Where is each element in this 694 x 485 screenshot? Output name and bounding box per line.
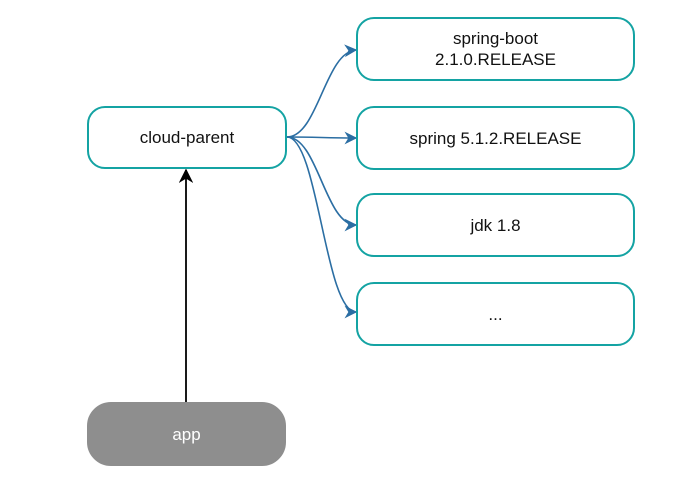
jdk-node[interactable]: jdk 1.8 — [356, 193, 635, 257]
edge-cloud-parent-to-spring — [286, 131, 358, 145]
more-dependencies-label: ... — [488, 304, 503, 324]
spring-boot-line1: spring-boot — [452, 29, 539, 48]
app-label: app — [172, 424, 201, 444]
spring-node[interactable]: spring 5.1.2.RELEASE — [356, 106, 635, 170]
spring-boot-text-block: spring-boot 2.1.0.RELEASE — [435, 28, 556, 70]
spring-label: spring 5.1.2.RELEASE — [409, 128, 582, 148]
cloud-parent-node[interactable]: cloud-parent — [87, 106, 287, 169]
app-node[interactable]: app — [87, 402, 286, 466]
edge-cloud-parent-to-spring-boot — [286, 44, 358, 138]
spring-boot-line2: 2.1.0.RELEASE — [435, 50, 556, 69]
cloud-parent-label: cloud-parent — [139, 128, 235, 147]
edge-cloud-parent-to-more — [286, 136, 358, 319]
spring-boot-node[interactable]: spring-boot 2.1.0.RELEASE — [356, 17, 635, 81]
jdk-label: jdk 1.8 — [470, 215, 521, 235]
more-dependencies-node[interactable]: ... — [356, 282, 635, 346]
edge-cloud-parent-to-jdk — [286, 136, 358, 232]
